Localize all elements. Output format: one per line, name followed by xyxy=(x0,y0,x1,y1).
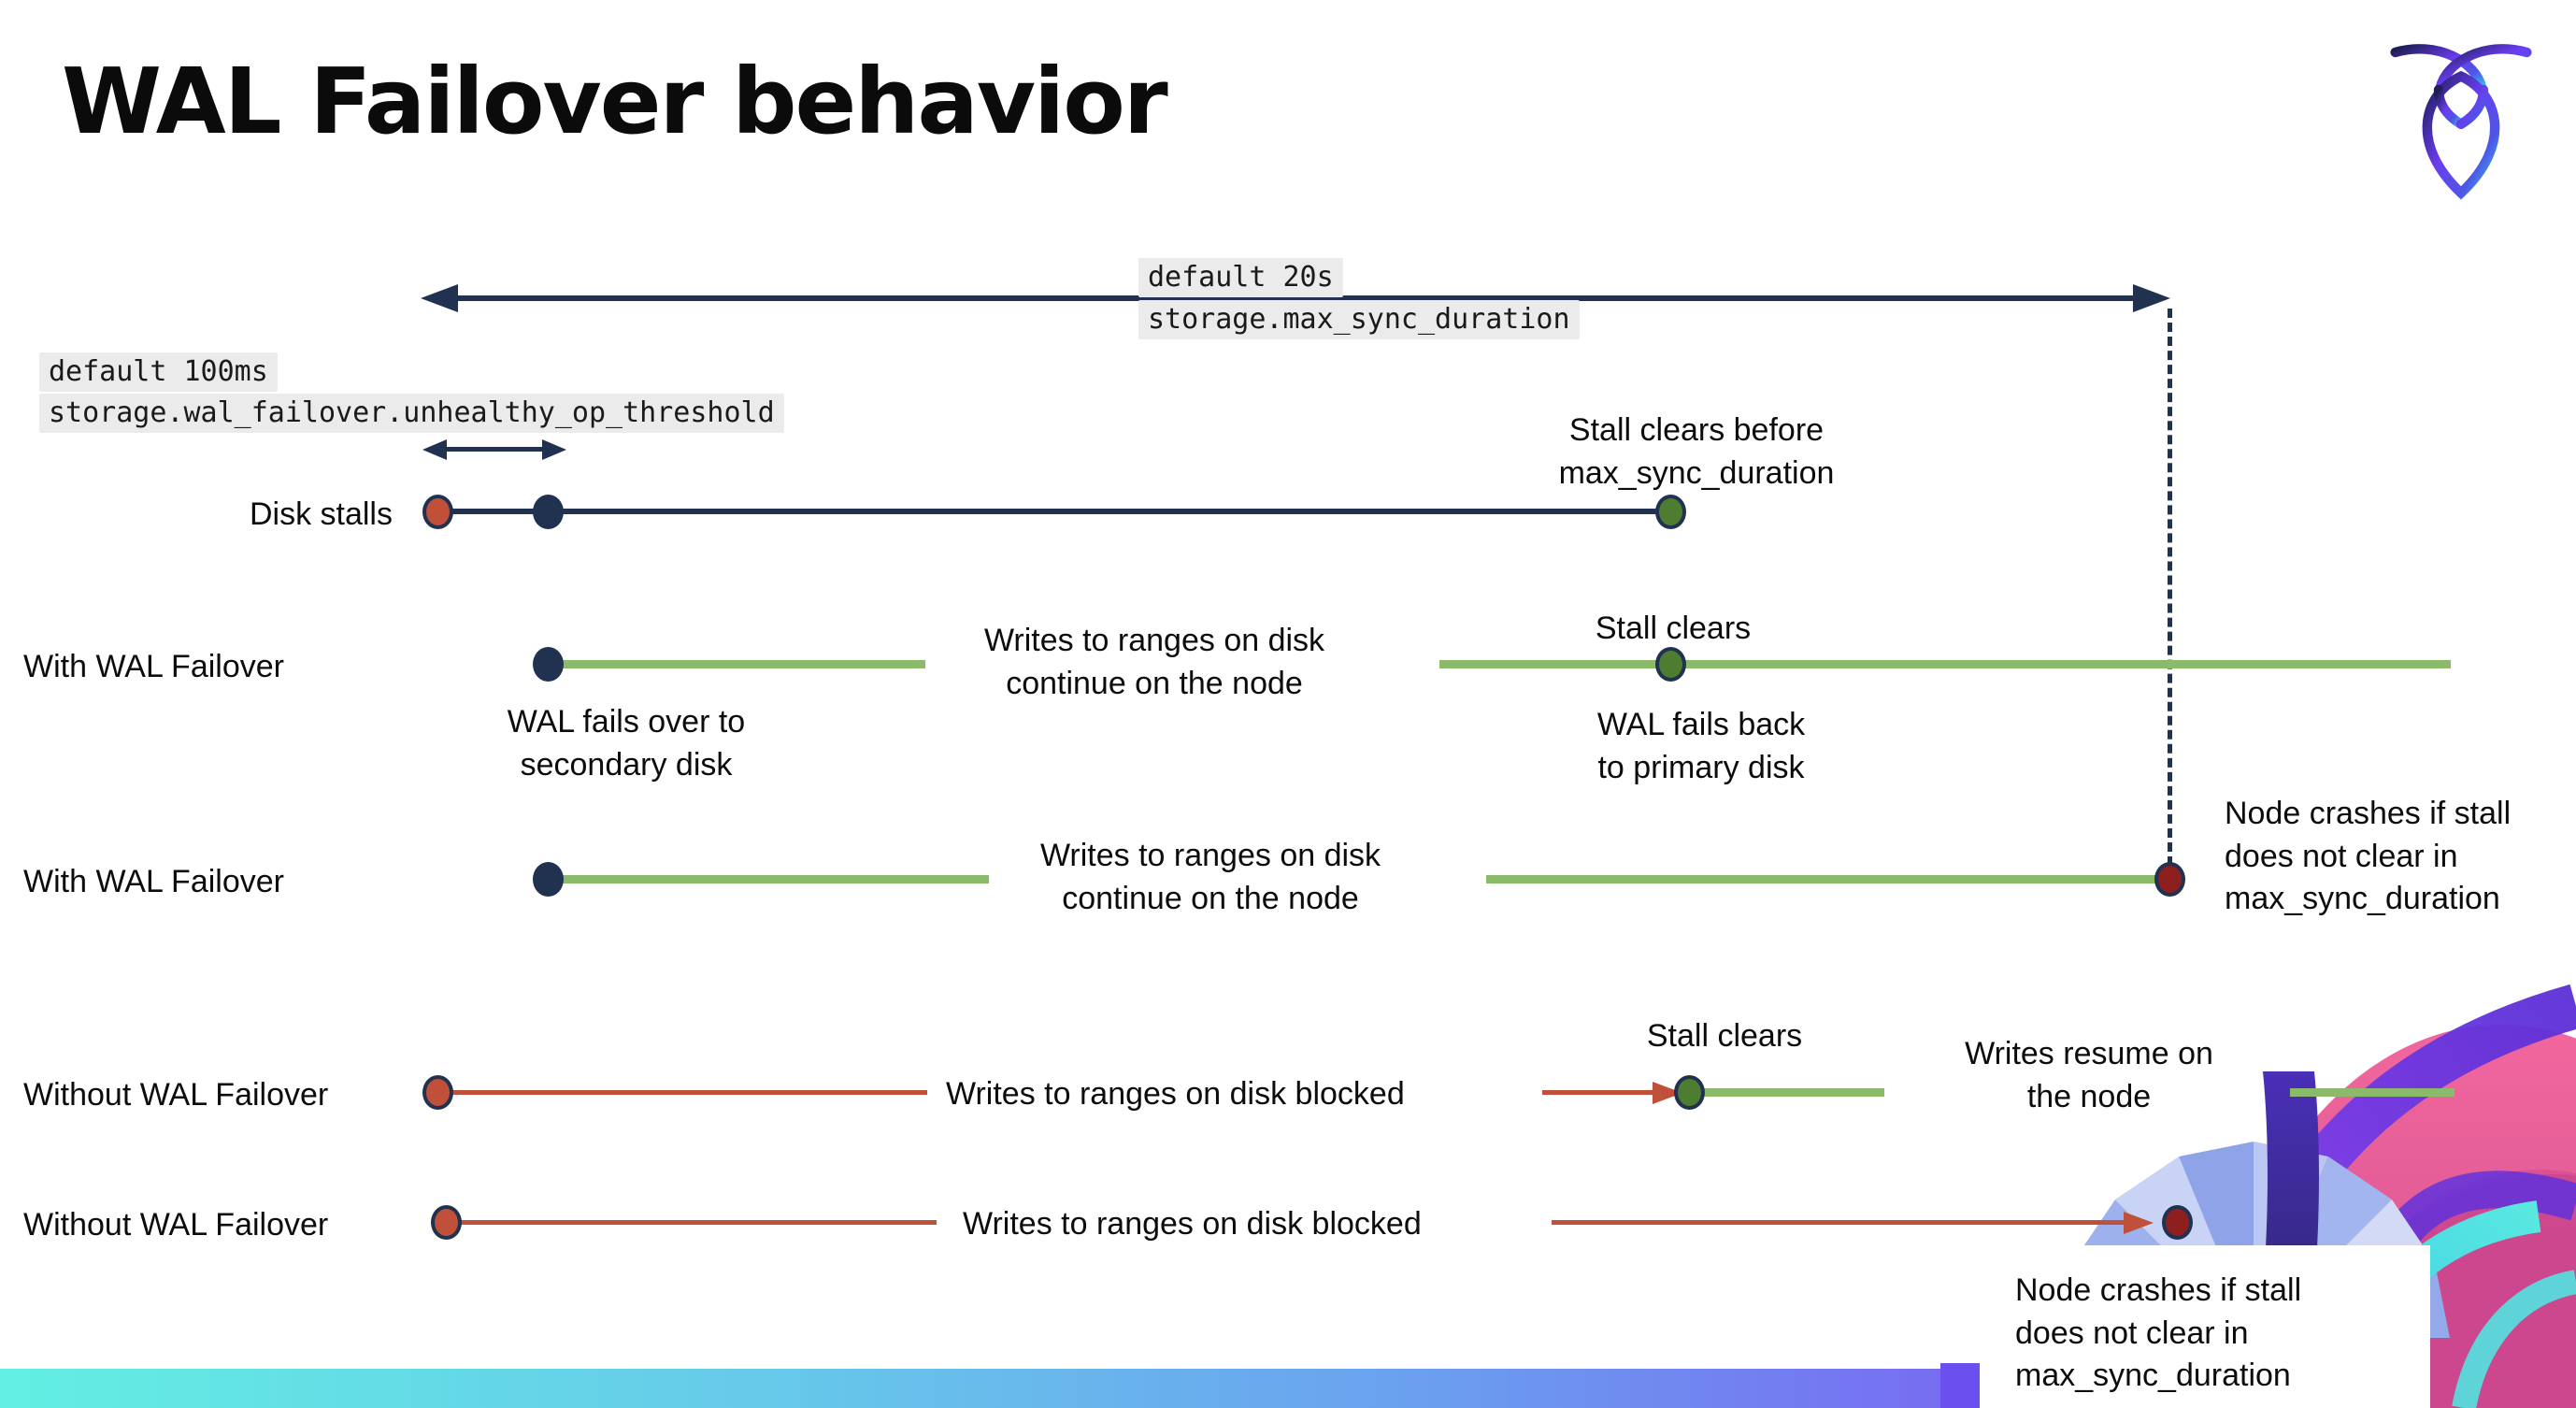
node-crashes-callout-box: Node crashes if stall does not clear in … xyxy=(1980,1245,2430,1408)
dashed-duration-line xyxy=(2168,309,2172,866)
row-label-with-wal-failover-2: With WAL Failover xyxy=(23,864,284,899)
node-crash-dot-2 xyxy=(2162,1205,2193,1240)
page-title: WAL Failover behavior xyxy=(62,49,1168,154)
writes-continue-note-1: Writes to ranges on disk continue on the… xyxy=(983,623,1325,701)
node-crashes-note-1: Node crashes if stall does not clear in … xyxy=(2225,796,2512,917)
max-sync-duration-arrow-line xyxy=(451,295,2139,301)
writes-resume-note: Writes resume on the node xyxy=(1965,1036,2213,1114)
writes-blocked-note-1: Writes to ranges on disk blocked xyxy=(946,1076,1405,1112)
stall-clears-before-note: Stall clears before max_sync_duration xyxy=(1558,412,1835,491)
threshold-setting-label: storage.wal_failover.unhealthy_op_thresh… xyxy=(39,394,784,433)
stall-clears-note-1: Stall clears xyxy=(1595,611,1752,646)
blocked-arrow-line-2 xyxy=(1552,1220,2135,1225)
failover-dot-2 xyxy=(533,862,564,897)
blocked-arrow-head-icon-2 xyxy=(2124,1212,2154,1234)
row-label-disk-stalls: Disk stalls xyxy=(249,496,393,532)
writes-continue-line-1b xyxy=(1439,660,2451,668)
wal-fails-over-note: WAL fails over to secondary disk xyxy=(507,704,746,783)
threshold-reached-dot xyxy=(533,495,564,529)
writes-continue-line-2b xyxy=(1486,875,2161,884)
blocked-arrow-line-1 xyxy=(1542,1090,1664,1095)
stall-start-dot-3 xyxy=(431,1205,462,1240)
writes-blocked-line-2 xyxy=(458,1220,937,1225)
arrow-right-head-icon xyxy=(2133,284,2170,312)
arrow-left-head-icon xyxy=(421,284,458,312)
writes-continue-line-2a xyxy=(551,875,989,884)
stall-clears-dot xyxy=(1655,495,1686,529)
failover-dot-1 xyxy=(533,647,564,682)
max-sync-default-label: default 20s xyxy=(1138,258,1343,297)
wal-fails-back-note: WAL fails back to primary disk xyxy=(1596,707,1806,785)
threshold-arrow-left-head-icon xyxy=(422,439,447,460)
row-label-without-wal-failover-2: Without WAL Failover xyxy=(23,1207,329,1243)
row-label-without-wal-failover-1: Without WAL Failover xyxy=(23,1077,329,1113)
cockroachdb-logo-icon xyxy=(2390,44,2532,200)
row-label-with-wal-failover-1: With WAL Failover xyxy=(23,649,284,684)
writes-continue-note-2: Writes to ranges on disk continue on the… xyxy=(1039,838,1381,916)
stall-clears-note-2: Stall clears xyxy=(1646,1018,1803,1054)
stall-start-dot xyxy=(422,495,453,529)
writes-blocked-note-2: Writes to ranges on disk blocked xyxy=(963,1206,1422,1242)
max-sync-setting-label: storage.max_sync_duration xyxy=(1138,300,1580,339)
failback-dot xyxy=(1655,647,1686,682)
writes-blocked-line-1 xyxy=(449,1090,927,1095)
stall-clears-dot-2 xyxy=(1674,1075,1705,1110)
node-crashes-note-2: Node crashes if stall does not clear in … xyxy=(2015,1272,2302,1394)
disk-stall-line xyxy=(438,509,1671,514)
writes-resume-line-b xyxy=(2290,1088,2454,1097)
stall-start-dot-2 xyxy=(422,1075,453,1110)
threshold-arrow-right-head-icon xyxy=(542,439,566,460)
node-crash-dot-1 xyxy=(2154,862,2185,897)
threshold-default-label: default 100ms xyxy=(39,352,278,392)
threshold-arrow-line xyxy=(441,447,546,452)
writes-resume-line-a xyxy=(1703,1088,1884,1097)
writes-continue-line-1a xyxy=(551,660,925,668)
